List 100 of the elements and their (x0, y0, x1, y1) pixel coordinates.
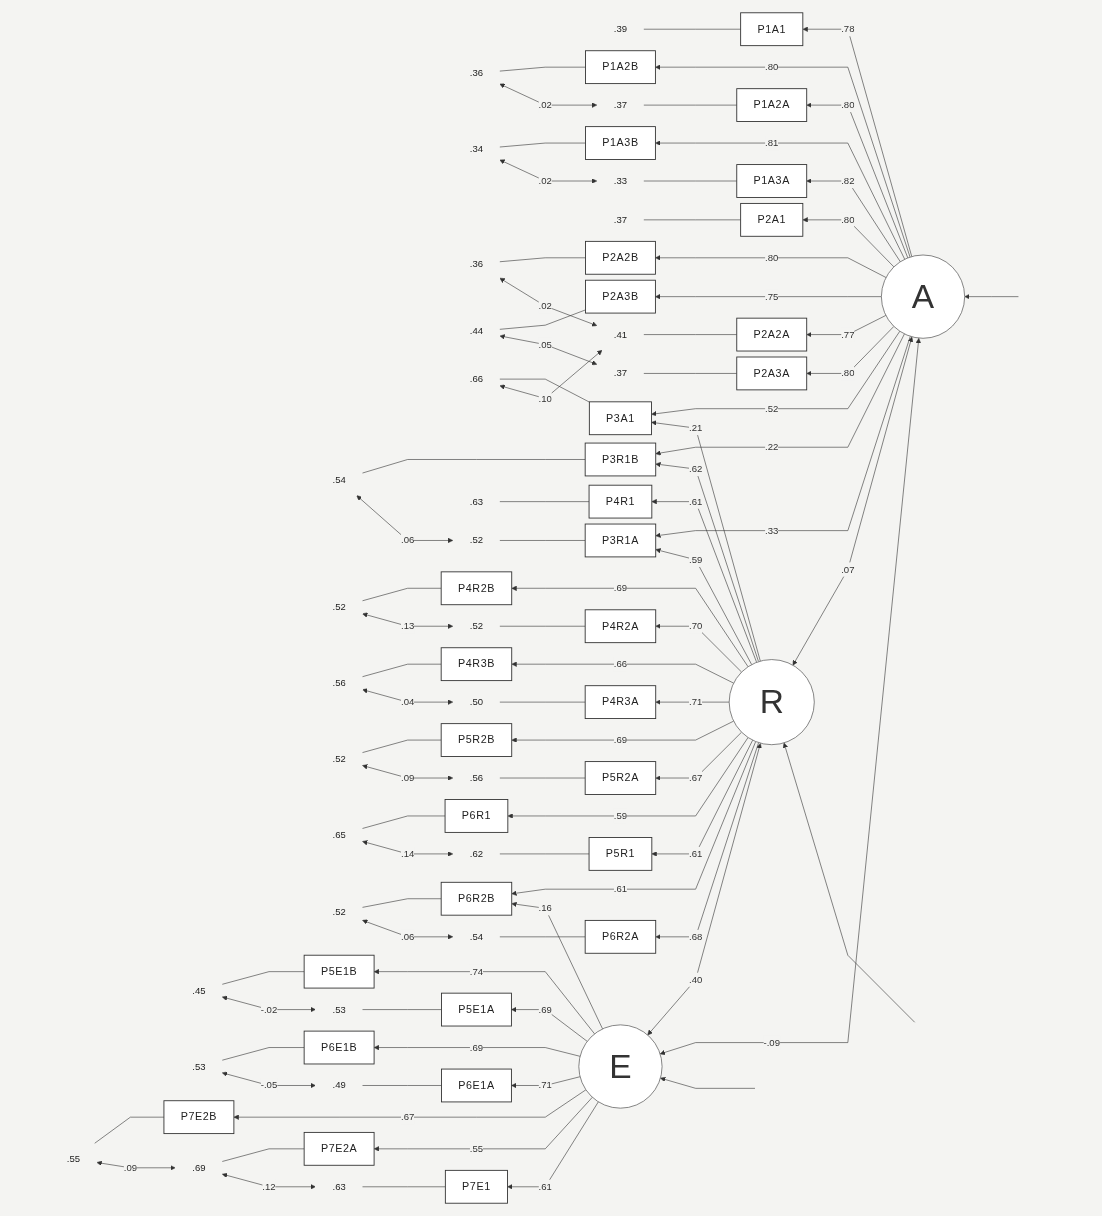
connector (362, 1186, 446, 1188)
edge-label: .80 (841, 99, 855, 110)
node-text: .33 (613, 175, 628, 186)
node-box: P6R2B (440, 881, 513, 916)
connector (362, 663, 442, 677)
connector (499, 66, 586, 72)
node-text: .69 (192, 1162, 206, 1173)
connector (499, 142, 586, 148)
edge-label: .67 (688, 772, 703, 783)
edge-label: .68 (688, 931, 703, 942)
edge-label: .06 (400, 931, 415, 942)
node-text: .37 (613, 214, 628, 225)
edge-label: .80 (841, 214, 855, 225)
node-box: P5E1B (303, 954, 375, 989)
edge-label: .61 (538, 1181, 552, 1192)
edge-label: .62 (688, 463, 703, 474)
edge-label: .33 (765, 525, 779, 536)
node-circle: E (578, 1024, 663, 1109)
connector (499, 936, 586, 938)
node-box: P4R3A (584, 685, 657, 719)
edge-label: .77 (841, 329, 855, 340)
edge-label: .61 (688, 496, 703, 507)
edge-label: .55 (469, 1143, 484, 1154)
node-text: .56 (332, 677, 346, 688)
edge-label: .69 (538, 1004, 552, 1015)
node-text: .63 (469, 496, 484, 507)
connector (222, 971, 305, 985)
edge-label: .70 (688, 620, 703, 632)
node-box: P1A2A (736, 88, 808, 122)
node-box: P2A1 (740, 202, 804, 237)
connector (643, 104, 738, 106)
node-box: P5R1 (588, 837, 653, 871)
connector (362, 898, 442, 908)
connector (362, 588, 442, 602)
node-box: P1A3A (736, 164, 808, 198)
edge-label: .71 (538, 1080, 552, 1091)
node-text: .49 (332, 1080, 346, 1091)
connector (222, 1047, 305, 1061)
node-text: .52 (332, 601, 346, 613)
node-box: P7E1 (444, 1169, 508, 1204)
connector (94, 1116, 165, 1144)
edge-label: .74 (469, 966, 484, 977)
node-box: P4R2A (584, 609, 657, 644)
edge-label: .09 (400, 772, 415, 783)
node-box: P4R3B (440, 647, 513, 682)
edge-label: .07 (841, 564, 855, 575)
node-box: P7E2B (163, 1100, 235, 1135)
edge-label: .61 (688, 848, 703, 859)
node-box: P3R1B (584, 442, 657, 477)
node-text: .36 (469, 258, 484, 269)
node-text: .52 (332, 753, 346, 764)
edge-label: .69 (613, 582, 628, 594)
node-text: .34 (469, 143, 484, 154)
edge-label: -.05 (260, 1080, 278, 1091)
edge-label: .75 (765, 291, 779, 302)
node-text: .53 (192, 1061, 206, 1072)
node-text: .52 (469, 535, 484, 546)
connector (499, 777, 586, 779)
edge-label: .05 (538, 339, 552, 350)
edge-label: .40 (688, 974, 703, 985)
edge-label: .04 (400, 696, 415, 707)
connector (362, 1009, 442, 1010)
node-box: P2A2B (585, 240, 656, 275)
connector (643, 219, 741, 221)
edge-label: .16 (538, 902, 552, 914)
node-box: P6R1 (444, 799, 509, 833)
edge-label: .59 (613, 810, 628, 821)
node-box: P5E1A (441, 992, 512, 1027)
node-box: P6E1A (441, 1068, 512, 1103)
connector (499, 853, 590, 855)
edge-label: .02 (538, 300, 552, 311)
node-box: P3A1 (588, 401, 652, 436)
node-text: .37 (613, 368, 628, 379)
connector (499, 309, 586, 330)
connector (362, 1085, 442, 1086)
node-text: .44 (469, 326, 484, 337)
node-box: P1A2B (585, 50, 656, 85)
edge-label: .14 (400, 848, 415, 859)
node-text: .56 (469, 772, 484, 783)
node-text: .52 (469, 620, 484, 632)
node-text: .62 (469, 848, 484, 859)
connector (499, 540, 586, 541)
node-text: .36 (469, 67, 484, 78)
edge-label: .06 (400, 535, 415, 546)
node-text: .63 (332, 1181, 346, 1192)
connector (362, 459, 586, 474)
connector (222, 1148, 305, 1162)
node-box: P1A3B (585, 126, 656, 160)
node-box: P2A3B (585, 279, 656, 314)
edge-label: .80 (841, 368, 855, 379)
node-text: .52 (332, 906, 346, 917)
edge-label: .81 (765, 137, 779, 148)
edge-label: .02 (538, 99, 552, 110)
edge-label: .61 (613, 883, 628, 894)
node-box: P3R1A (584, 523, 657, 558)
edge-label: .69 (613, 734, 628, 745)
edge-label: .10 (538, 393, 552, 404)
node-box: P5R2A (584, 761, 657, 795)
node-circle: R (728, 659, 815, 746)
edge-label: .52 (765, 403, 779, 414)
